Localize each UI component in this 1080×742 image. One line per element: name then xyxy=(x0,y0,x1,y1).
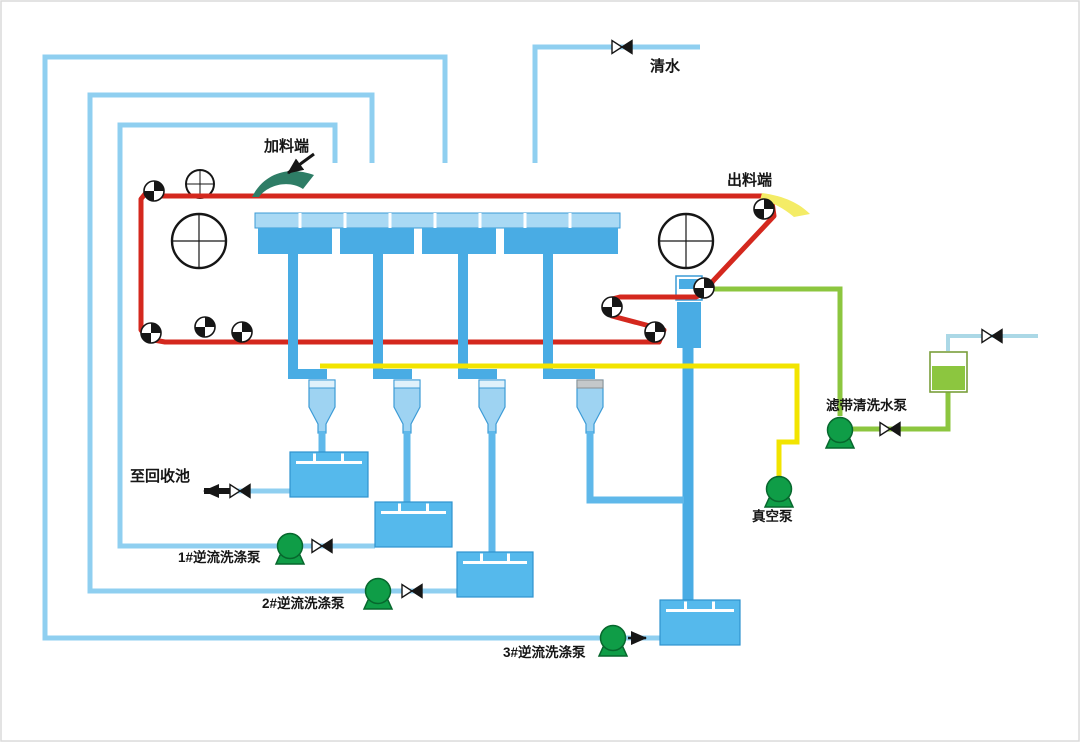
feed-arrow xyxy=(287,152,315,175)
separator-2-cap xyxy=(393,379,421,389)
separator-3-cap xyxy=(478,379,506,389)
separator-3 xyxy=(478,379,506,434)
separator-4-drain xyxy=(586,431,684,504)
suction-box-4 xyxy=(504,228,618,254)
label-vacuum-pump: 真空泵 xyxy=(752,508,793,524)
tension-roller-cross xyxy=(186,170,214,198)
separator-4 xyxy=(576,379,604,434)
filtrate-pipe-1 xyxy=(288,253,327,379)
vacuum-box-frame xyxy=(254,212,621,229)
belt-wash-water-circuit xyxy=(700,286,1038,432)
label-belt-wash-pump: 滤带清洗水泵 xyxy=(826,397,907,413)
wash-loop-1-pipe xyxy=(117,122,338,549)
label-fresh-water: 清水 xyxy=(650,57,681,75)
belt-wash-pump xyxy=(825,416,855,449)
separator-2 xyxy=(393,379,421,434)
roller-top-right xyxy=(753,198,775,220)
recovery-valve xyxy=(229,483,251,499)
vacuum-manifold-pipe xyxy=(320,363,800,478)
label-wash-pump-2: 2#逆流洗涤泵 xyxy=(262,595,345,611)
tank-2 xyxy=(374,501,453,548)
wash-tank-inlet-pipe xyxy=(946,334,1038,351)
tank-4 xyxy=(659,599,741,646)
wash-loop-2-pipe xyxy=(87,92,375,594)
label-discharge-end: 出料端 xyxy=(727,171,772,189)
filtrate-pipe-2 xyxy=(373,253,412,379)
right-roller-cross xyxy=(659,214,713,268)
fresh-water-valve xyxy=(611,39,633,55)
suction-box-1 xyxy=(258,228,332,254)
tank-3 xyxy=(456,551,534,598)
filtrate-separators xyxy=(308,379,684,555)
vacuum-pump xyxy=(764,475,794,508)
wash-supply-pipe xyxy=(700,286,843,416)
roller-s-left xyxy=(601,296,623,318)
label-wash-pump-1: 1#逆流洗涤泵 xyxy=(178,549,261,565)
roller-bottom-mid xyxy=(231,321,253,343)
countercurrent-wash-pipes xyxy=(42,54,601,641)
roller-bottom-left2 xyxy=(194,316,216,338)
separator-1-cap xyxy=(308,379,336,389)
feed-wedge xyxy=(252,171,314,197)
filtrate-pipe-4 xyxy=(543,253,595,379)
filtrate-tanks xyxy=(289,451,741,646)
tank-1 xyxy=(289,451,369,498)
separator-4-cap xyxy=(576,379,604,389)
discharge-wedge xyxy=(760,193,810,217)
suction-box-2 xyxy=(340,228,414,254)
label-feed-end: 加料端 xyxy=(263,137,309,155)
wash-pump-2 xyxy=(363,577,393,610)
wash-pump-1 xyxy=(275,532,305,565)
suction-box-3 xyxy=(422,228,496,254)
spray-header-water xyxy=(679,279,699,289)
pump1-suction-valve xyxy=(311,538,333,554)
left-roller-cross xyxy=(172,214,226,268)
belt-filter xyxy=(138,169,810,345)
wash-water-tank xyxy=(929,351,968,393)
roller-bottom-left xyxy=(140,322,162,344)
fresh-water-pipe xyxy=(532,44,700,163)
wash-pump-3 xyxy=(598,624,628,657)
wash-tank-inlet-valve xyxy=(981,328,1003,344)
label-to-recovery-pool: 至回收池 xyxy=(130,467,190,485)
roller-top-left xyxy=(143,180,165,202)
filtrate-pipes xyxy=(288,253,595,379)
pump2-suction-valve xyxy=(401,583,423,599)
wash-loop-3-pipe xyxy=(42,54,601,641)
separator-1 xyxy=(308,379,336,434)
belt-wash-collector xyxy=(675,275,703,602)
filtrate-pipe-3 xyxy=(458,253,497,379)
catch-pan xyxy=(677,302,701,348)
label-wash-pump-3: 3#逆流洗涤泵 xyxy=(503,644,586,660)
frame-dividers xyxy=(298,213,572,228)
roller-s-bottom xyxy=(644,321,666,343)
roller-s-right xyxy=(693,277,715,299)
belt-wash-valve xyxy=(879,421,901,437)
